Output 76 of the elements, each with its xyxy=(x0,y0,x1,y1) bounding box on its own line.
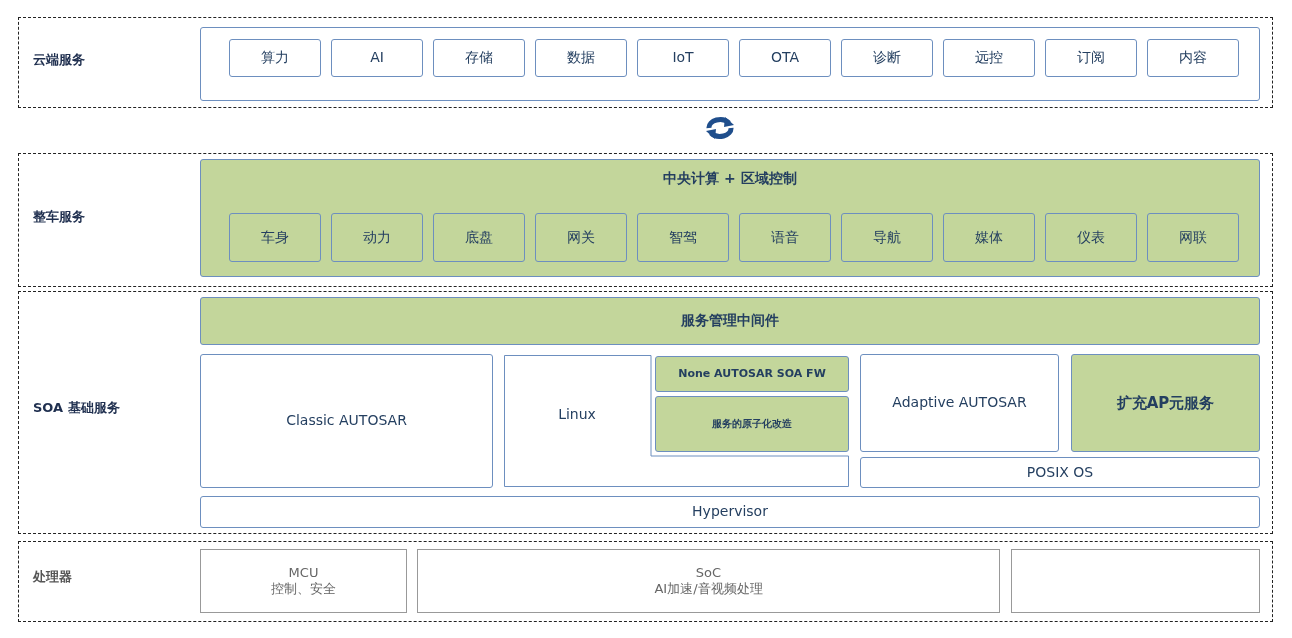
service-box xyxy=(841,39,933,77)
box-label: 智驾 xyxy=(669,228,697,247)
service-box xyxy=(1045,39,1137,77)
box-label: SoC xyxy=(695,564,722,581)
service-panel xyxy=(200,27,1260,101)
box-label: Linux xyxy=(557,406,597,424)
service-box xyxy=(331,213,423,262)
layer-band xyxy=(18,17,1273,108)
box-label: 动力 xyxy=(363,228,391,247)
box-label: Classic AUTOSAR xyxy=(286,412,407,430)
box-label: 控制、安全 xyxy=(271,581,336,598)
service-box xyxy=(637,39,729,77)
platform-box xyxy=(503,354,850,488)
box-label: None AUTOSAR SOA FW xyxy=(678,367,826,381)
module-box xyxy=(655,396,849,452)
service-box xyxy=(739,39,831,77)
service-box xyxy=(1045,213,1137,262)
box-label: 语音 xyxy=(771,228,799,247)
box-label: IoT xyxy=(672,49,694,67)
service-box xyxy=(637,213,729,262)
box-label: 订阅 xyxy=(1077,49,1105,67)
service-panel xyxy=(200,159,1260,277)
box-label: 车身 xyxy=(261,228,289,247)
box-label: 扩充AP元服务 xyxy=(1116,393,1215,413)
processor-box xyxy=(417,549,1000,613)
module-box xyxy=(1071,354,1260,452)
platform-box xyxy=(200,496,1260,528)
service-box xyxy=(331,39,423,77)
service-box xyxy=(433,213,525,262)
platform-box xyxy=(200,354,493,488)
box-label: 内容 xyxy=(1179,49,1207,67)
service-box xyxy=(1147,213,1239,262)
layer-heading: SOA 基础服务 xyxy=(33,400,120,417)
service-box xyxy=(535,39,627,77)
box-label: 导航 xyxy=(873,228,901,247)
box-label: MCU xyxy=(288,564,319,581)
layer-band xyxy=(18,153,1273,287)
processor-box xyxy=(200,549,407,613)
service-box xyxy=(433,39,525,77)
box-label: 诊断 xyxy=(873,49,901,67)
box-label: 远控 xyxy=(975,49,1003,67)
box-label: 存储 xyxy=(465,49,493,67)
box-label: OTA xyxy=(770,49,800,67)
box-label: AI加速/音视频处理 xyxy=(654,581,763,598)
bar-label: 服务管理中间件 xyxy=(681,312,779,330)
service-box xyxy=(943,213,1035,262)
box-label: 网联 xyxy=(1179,228,1207,247)
box-label: 媒体 xyxy=(975,228,1003,247)
layer-band xyxy=(18,291,1273,534)
box-label: 网关 xyxy=(567,228,595,247)
platform-box xyxy=(860,457,1260,488)
layer-heading: 云端服务 xyxy=(33,52,85,69)
service-box xyxy=(535,213,627,262)
box-label: 算力 xyxy=(261,49,289,67)
module-box xyxy=(655,356,849,392)
box-label: 底盘 xyxy=(465,228,493,247)
layer-band xyxy=(18,541,1273,622)
box-label: Hypervisor xyxy=(692,503,768,521)
panel-heading: 中央计算 + 区域控制 xyxy=(663,170,797,188)
service-box xyxy=(841,213,933,262)
middleware-bar xyxy=(200,297,1260,345)
processor-box xyxy=(1011,549,1260,613)
layer-heading: 整车服务 xyxy=(33,208,85,226)
service-box xyxy=(1147,39,1239,77)
platform-box xyxy=(860,354,1059,452)
service-box xyxy=(739,213,831,262)
box-label: 服务的原子化改造 xyxy=(712,417,792,431)
layer-heading: 处理器 xyxy=(33,569,72,586)
service-box xyxy=(229,213,321,262)
box-label: POSIX OS xyxy=(1026,463,1094,482)
box-label: Adaptive AUTOSAR xyxy=(892,394,1027,412)
service-box xyxy=(943,39,1035,77)
box-label: 仪表 xyxy=(1077,228,1105,247)
box-label: AI xyxy=(370,49,384,67)
box-label: 数据 xyxy=(567,49,595,67)
service-box xyxy=(229,39,321,77)
